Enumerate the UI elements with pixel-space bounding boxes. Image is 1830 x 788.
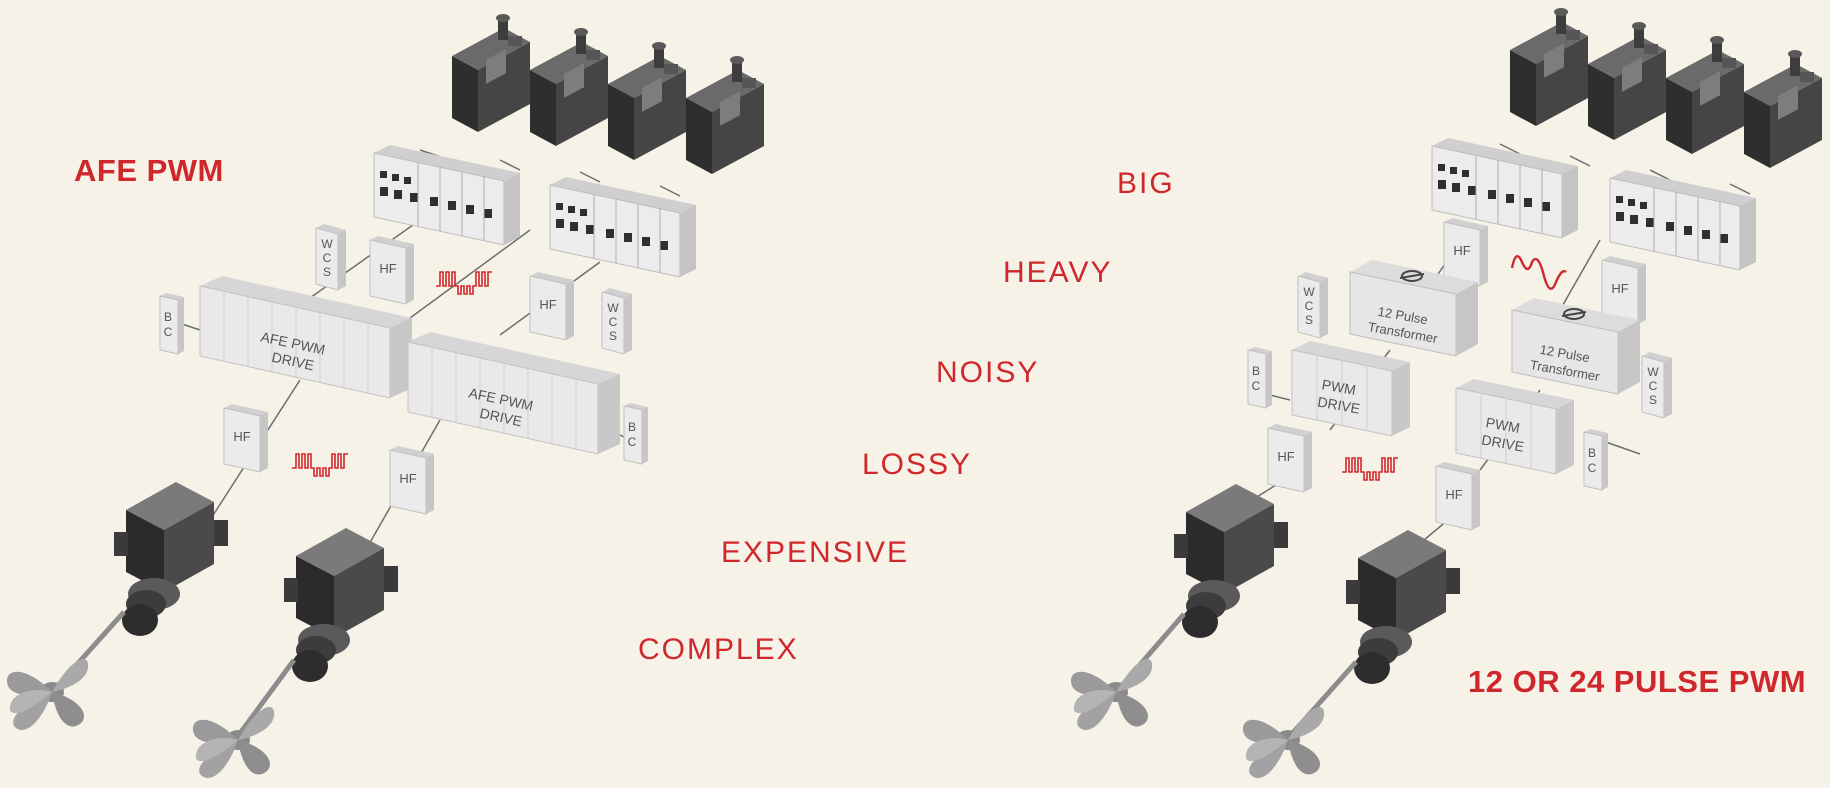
left-switchboards: [373, 144, 697, 278]
right-motors: [1174, 484, 1460, 684]
left-hf-1: HF: [369, 235, 415, 305]
left-hf-4: HF: [389, 445, 435, 515]
svg-text:HF: HF: [233, 429, 250, 444]
right-wcs-1: W C S: [1297, 271, 1329, 339]
left-wcs-2: W C S: [601, 287, 633, 355]
svg-text:PWM: PWM: [1485, 414, 1521, 436]
svg-text:HF: HF: [399, 471, 416, 486]
right-hf-1: HF: [1443, 217, 1489, 287]
attribute-noisy: NOISY: [936, 356, 1040, 389]
right-pwm-waveform: [1341, 457, 1399, 481]
svg-text:DRIVE: DRIVE: [1316, 393, 1361, 416]
right-distorted-waveform: [1510, 255, 1567, 290]
svg-text:S: S: [323, 265, 331, 279]
svg-text:W: W: [321, 237, 333, 251]
right-pwm-drive-1: PWM DRIVE: [1291, 340, 1411, 437]
svg-text:S: S: [1305, 313, 1313, 327]
left-title: AFE PWM: [74, 153, 224, 188]
svg-text:HF: HF: [1453, 243, 1470, 258]
right-title: 12 OR 24 PULSE PWM: [1468, 664, 1807, 699]
svg-text:DRIVE: DRIVE: [1480, 431, 1525, 454]
svg-text:PWM: PWM: [1321, 376, 1357, 398]
left-motors: [114, 482, 398, 682]
left-generators: [452, 14, 764, 174]
svg-text:C: C: [1305, 299, 1314, 313]
right-hf-4: HF: [1435, 461, 1481, 531]
right-bc-2: B C: [1583, 428, 1609, 491]
svg-text:C: C: [1649, 379, 1658, 393]
attribute-heavy: HEAVY: [1003, 256, 1113, 289]
right-hf-3: HF: [1267, 423, 1313, 493]
svg-text:B: B: [164, 310, 172, 324]
svg-text:S: S: [1649, 393, 1657, 407]
left-afe-drive-1: AFE PWM DRIVE: [199, 275, 413, 399]
svg-text:W: W: [1303, 285, 1315, 299]
left-wcs-1: W C S: [315, 223, 347, 291]
svg-text:B: B: [1252, 364, 1260, 378]
left-propellers: [6, 659, 275, 779]
svg-text:HF: HF: [1611, 281, 1628, 296]
attribute-complex: COMPLEX: [638, 633, 799, 666]
attribute-lossy: LOSSY: [862, 448, 973, 481]
svg-text:C: C: [1588, 461, 1597, 475]
left-pwm-waveform-bottom: [291, 453, 349, 477]
left-hf-3: HF: [223, 403, 269, 473]
svg-text:C: C: [164, 325, 173, 339]
attribute-expensive: EXPENSIVE: [721, 536, 910, 569]
left-hf-2: HF: [529, 271, 575, 341]
left-bc-2: B C: [623, 402, 649, 465]
svg-text:HF: HF: [539, 297, 556, 312]
left-bc-1: B C: [159, 292, 185, 355]
svg-text:HF: HF: [379, 261, 396, 276]
svg-text:B: B: [628, 420, 636, 434]
left-pwm-waveform-top: [435, 271, 493, 295]
right-bc-1: B C: [1247, 346, 1273, 409]
svg-text:W: W: [1647, 365, 1659, 379]
right-propellers: [1070, 659, 1325, 779]
svg-text:B: B: [1588, 446, 1596, 460]
svg-text:W: W: [607, 301, 619, 315]
svg-text:C: C: [1252, 379, 1261, 393]
right-pwm-drive-2: PWM DRIVE: [1455, 378, 1575, 475]
left-afe-drive-2: AFE PWM DRIVE: [407, 331, 621, 455]
svg-text:C: C: [628, 435, 637, 449]
svg-text:C: C: [323, 251, 332, 265]
svg-text:HF: HF: [1277, 449, 1294, 464]
svg-text:HF: HF: [1445, 487, 1462, 502]
right-wcs-2: W C S: [1641, 351, 1673, 419]
right-generators: [1510, 8, 1822, 168]
svg-text:C: C: [609, 315, 618, 329]
right-hf-2: HF: [1601, 255, 1647, 325]
svg-text:S: S: [609, 329, 617, 343]
attribute-big: BIG: [1117, 167, 1175, 200]
